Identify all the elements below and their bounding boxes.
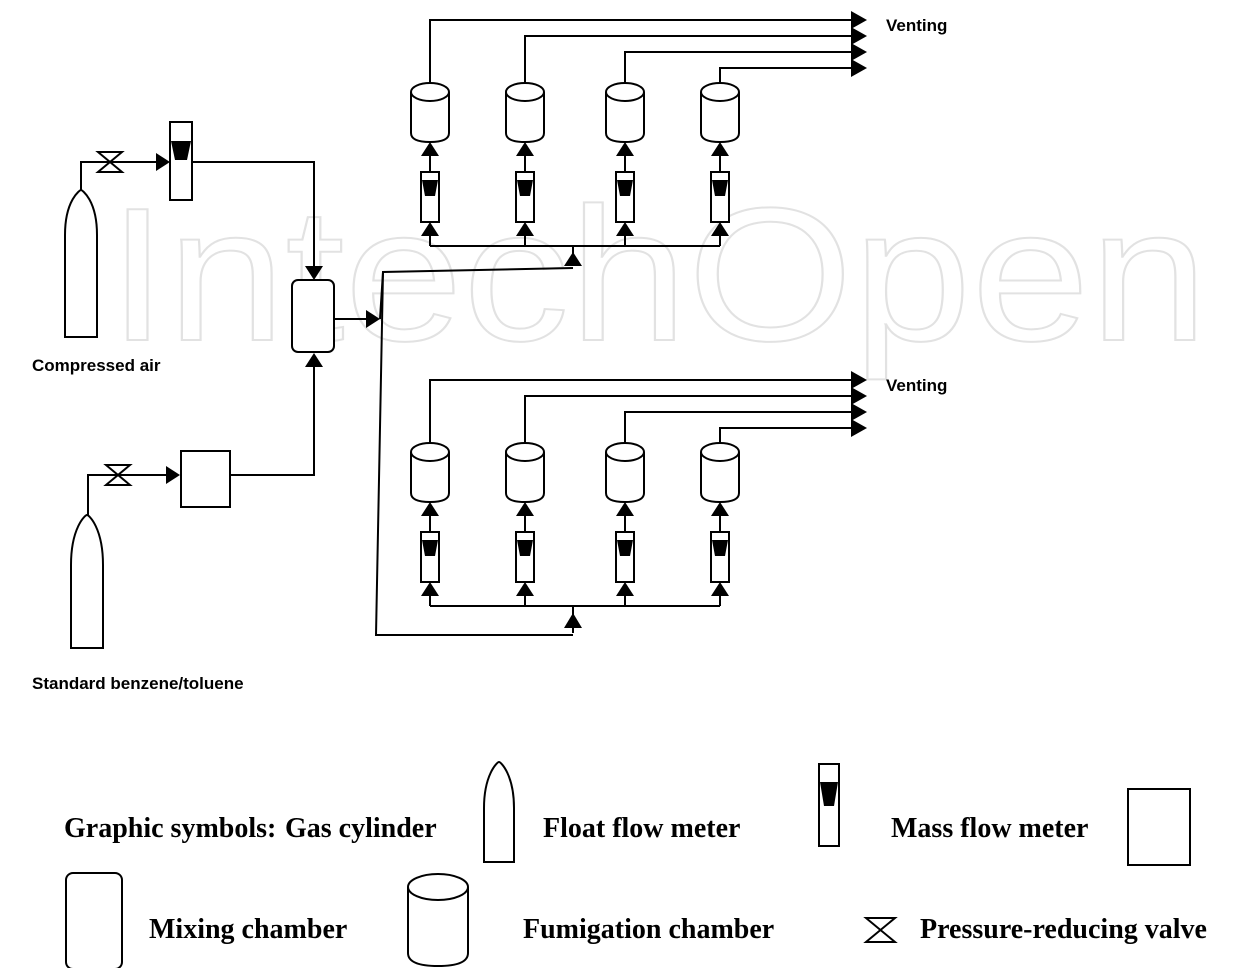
top-chamber-group <box>410 11 867 266</box>
legend-gas-cylinder-icon <box>483 760 515 863</box>
fumigation-chamber <box>605 442 645 504</box>
legend-mixing-chamber-label: Mixing chamber <box>149 914 347 945</box>
top-unit-1 <box>410 19 853 246</box>
label-venting-top: Venting <box>886 16 947 35</box>
bottom-chamber-group <box>410 371 867 633</box>
legend-pressure-reducing-valve-icon <box>863 917 898 943</box>
legend-float-flow-meter-icon <box>818 763 840 847</box>
float-flow-meter-air <box>169 121 193 201</box>
legend-mass-flow-meter-icon <box>1127 788 1191 866</box>
float-flow-meter <box>420 531 440 583</box>
legend-title: Graphic symbols: <box>64 813 276 844</box>
legend: Graphic symbols: Gas cylinder Float flow… <box>64 760 1207 968</box>
float-flow-meter <box>420 171 440 223</box>
standard-gas-cylinder <box>70 513 104 649</box>
legend-float-flow-meter-label: Float flow meter <box>543 813 740 844</box>
pressure-reducing-valve-standard <box>103 464 133 486</box>
float-flow-meter <box>615 531 635 583</box>
fumigation-chamber <box>505 442 545 504</box>
bottom-unit-1 <box>410 379 853 606</box>
label-compressed-air: Compressed air <box>32 356 161 375</box>
fumigation-chamber <box>410 82 450 144</box>
float-flow-meter <box>710 531 730 583</box>
fumigation-chamber <box>605 82 645 144</box>
mixing-chamber <box>291 279 335 353</box>
legend-mixing-chamber-icon <box>65 872 123 968</box>
compressed-air-cylinder <box>64 188 98 338</box>
legend-pressure-reducing-valve-label: Pressure-reducing valve <box>920 914 1207 945</box>
top-unit-4 <box>700 67 853 246</box>
float-flow-meter <box>515 531 535 583</box>
top-unit-3 <box>605 51 853 246</box>
watermark-text: IntechOpen <box>108 169 1208 381</box>
pressure-reducing-valve-air <box>95 151 125 173</box>
float-flow-meter <box>710 171 730 223</box>
bottom-unit-4 <box>700 427 853 606</box>
label-venting-bottom: Venting <box>886 376 947 395</box>
mass-flow-meter-standard <box>180 450 231 508</box>
fumigation-chamber <box>700 82 740 144</box>
legend-fumigation-chamber-label: Fumigation chamber <box>523 914 774 945</box>
float-flow-meter <box>515 171 535 223</box>
fumigation-chamber <box>700 442 740 504</box>
top-unit-2 <box>505 35 853 246</box>
fumigation-chamber <box>410 442 450 504</box>
bottom-unit-3 <box>605 411 853 606</box>
legend-fumigation-chamber-icon <box>407 873 469 968</box>
fumigation-chamber <box>505 82 545 144</box>
float-flow-meter <box>615 171 635 223</box>
label-standard-gas: Standard benzene/toluene <box>32 674 244 693</box>
legend-gas-cylinder-label: Gas cylinder <box>285 813 437 844</box>
bottom-unit-2 <box>505 395 853 606</box>
legend-mass-flow-meter-label: Mass flow meter <box>891 813 1088 844</box>
